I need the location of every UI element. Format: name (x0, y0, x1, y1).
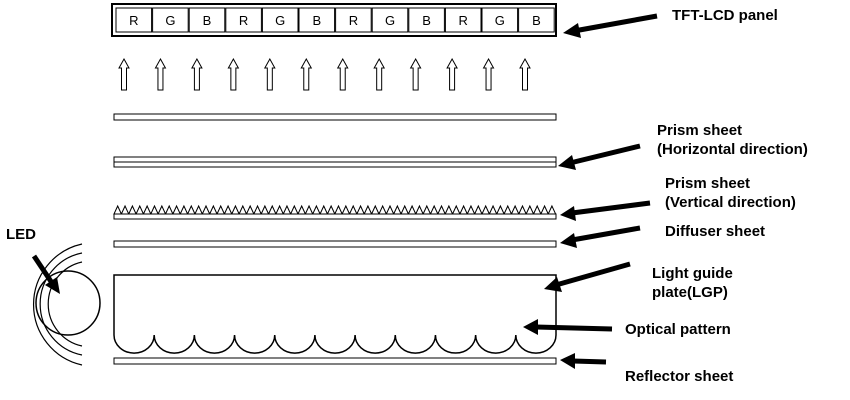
prism-teeth (113, 204, 557, 216)
pointer-reflector (572, 358, 607, 365)
pointer-lgp (555, 261, 631, 288)
panel-cell (481, 7, 519, 33)
pointer-tft (573, 13, 658, 34)
prism-h-layer-bottom (113, 161, 557, 168)
pointer-tft-head (563, 23, 581, 38)
panel-cell (188, 7, 226, 33)
light-arrow (336, 57, 349, 91)
label-lgp-line2: plate(LGP) (652, 284, 728, 301)
pointer-prism-h-head (558, 155, 576, 170)
panel-cell (115, 7, 153, 33)
light-arrow (191, 57, 203, 91)
light-arrow (373, 57, 386, 91)
light-arrow (154, 57, 167, 91)
panel-cell (261, 7, 299, 33)
panel-cell (408, 7, 445, 33)
light-arrow (519, 57, 531, 91)
light-arrows (118, 57, 531, 91)
label-led: LED (6, 226, 36, 243)
led-emission-arc-inner (47, 261, 83, 347)
led-source (32, 243, 101, 366)
label-reflector: Reflector sheet (625, 368, 733, 385)
pointer-prism-h (569, 143, 641, 166)
pointer-reflector-head (560, 353, 575, 369)
prism-sheet-horizontal (113, 156, 557, 168)
panel-cell-letter: R (129, 13, 138, 28)
light-arrow (482, 57, 495, 91)
panel-cell-letter: G (385, 13, 395, 28)
pointer-lgp-head (544, 277, 562, 292)
label-diffuser: Diffuser sheet (665, 223, 765, 240)
pointer-optical-head (523, 319, 538, 335)
panel-cell-letter: R (239, 13, 248, 28)
panel-cell-letter: G (495, 13, 505, 28)
light-arrow (227, 57, 240, 91)
panel-cell-letter: B (422, 13, 431, 28)
panel-cell-letter: G (275, 13, 285, 28)
pointer-optical (535, 324, 613, 332)
pointer-led (31, 254, 55, 285)
prism-sheet-vertical (113, 204, 557, 220)
panel-cell-letter: B (532, 13, 541, 28)
panel-cell (335, 7, 372, 33)
panel-cell-letter: B (203, 13, 212, 28)
led-emission-arc-middle (39, 252, 83, 356)
light-guide-plate (113, 274, 557, 354)
prism-h-layer-top (113, 156, 557, 163)
label-prism-v-line1: Prism sheet (665, 175, 750, 192)
pointer-led-head (45, 277, 60, 294)
light-arrow (118, 57, 130, 91)
panel-cell (371, 7, 409, 33)
light-arrow (446, 57, 458, 91)
panel-cell-letter: G (165, 13, 175, 28)
pointer-prism-v-head (560, 206, 576, 221)
prism-v-base (113, 213, 557, 220)
labels: TFT-LCD panel Prism sheet (Horizontal di… (6, 7, 808, 385)
pointer-diffuser-head (560, 233, 577, 248)
pointer-prism-v (571, 200, 651, 216)
panel-cell-letter: R (349, 13, 358, 28)
led-emission-arc-outer (32, 243, 83, 366)
light-arrow (263, 57, 276, 91)
panel-cell-letter: B (312, 13, 321, 28)
panel-cell (225, 7, 262, 33)
panel-cell (152, 7, 189, 33)
light-arrow (300, 57, 313, 91)
label-prism-v-line2: (Vertical direction) (665, 194, 796, 211)
panel-cell-letter: R (459, 13, 468, 28)
reflector-sheet (113, 357, 557, 365)
label-prism-h-line2: (Horizontal direction) (657, 141, 808, 158)
panel-cell (298, 7, 336, 33)
pointer-arrows (31, 13, 658, 369)
label-prism-h-line1: Prism sheet (657, 122, 742, 139)
diffuser-sheet (113, 240, 557, 248)
top-sheet (113, 113, 557, 121)
pointer-diffuser (571, 225, 641, 243)
panel-cell (518, 7, 555, 33)
light-arrow (409, 57, 422, 91)
label-lgp-line1: Light guide (652, 265, 733, 282)
panel-cell (444, 7, 482, 33)
label-tft: TFT-LCD panel (672, 7, 778, 24)
label-optical: Optical pattern (625, 321, 731, 338)
